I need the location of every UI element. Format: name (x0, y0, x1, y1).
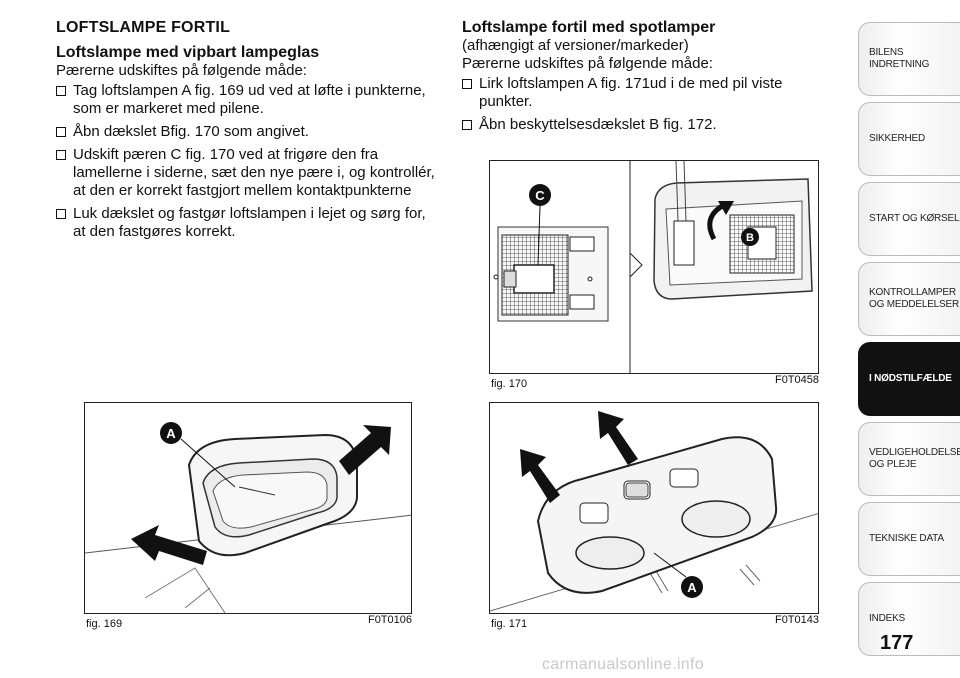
list-item: Lirk loftslampen A fig. 171ud i de med p… (462, 75, 832, 111)
figure-171: A fig. 171 F0T0143 (489, 402, 819, 632)
instruction-list: Tag loftslampen A fig. 169 ud ved at løf… (56, 82, 436, 241)
spot-lamp-illustration: A (490, 411, 818, 612)
figure-frame: C B (489, 160, 819, 374)
version-note: (afhængigt af versioner/markeder) (462, 37, 689, 54)
figure-caption: fig. 169 (86, 618, 123, 630)
figure-code: F0T0458 (774, 374, 819, 386)
svg-text:A: A (166, 426, 176, 441)
tab-tekniske-data[interactable]: TEKNISKE DATA (858, 502, 960, 576)
label-b-marker: B (741, 228, 759, 246)
svg-text:C: C (535, 188, 545, 203)
instruction-list: Lirk loftslampen A fig. 171ud i de med p… (462, 75, 832, 134)
subsection-heading: Loftslampe med vipbart lampeglas (56, 44, 320, 61)
figure-caption: fig. 170 (491, 378, 528, 390)
watermark: carmanualsonline.info (542, 656, 704, 673)
chapter-tabs: BILENS INDRETNING SIKKERHED START OG KØR… (858, 22, 960, 662)
figure-frame: A (84, 402, 412, 614)
lamp-bulb-illustration: C B (493, 161, 813, 373)
label-c-marker: C (529, 184, 551, 206)
left-column: LOFTSLAMPE FORTIL Loftslampe med vipbart… (56, 18, 436, 246)
figure-caption: fig. 171 (491, 618, 528, 630)
section-heading: LOFTSLAMPE FORTIL (56, 19, 231, 36)
tab-sikkerhed[interactable]: SIKKERHED (858, 102, 960, 176)
checkbox-bullet-icon (56, 209, 66, 219)
checkbox-bullet-icon (56, 127, 66, 137)
checkbox-bullet-icon (56, 86, 66, 96)
figure-code: F0T0106 (367, 614, 412, 626)
right-column: Loftslampe fortil med spotlamper (afhæng… (462, 18, 832, 139)
subsection-heading: Loftslampe fortil med spotlamper (462, 19, 716, 36)
checkbox-bullet-icon (462, 120, 472, 130)
checkbox-bullet-icon (462, 79, 472, 89)
svg-text:B: B (746, 232, 754, 244)
svg-text:A: A (687, 580, 697, 595)
list-item: Åbn dækslet Bfig. 170 som angivet. (56, 123, 436, 141)
tab-i-nodstilfaelde[interactable]: I NØDSTILFÆLDE (858, 342, 960, 416)
ceiling-lamp-illustration: A (85, 422, 411, 613)
label-a-marker: A (681, 576, 703, 598)
list-item: Udskift pæren C fig. 170 ved at frigøre … (56, 146, 436, 200)
checkbox-bullet-icon (56, 150, 66, 160)
figure-170: C B fig. 170 F0T0458 (489, 160, 819, 392)
tab-indeks[interactable]: INDEKS (858, 582, 960, 656)
figure-169: A fig. 169 F0T0106 (84, 402, 412, 632)
figure-code: F0T0143 (774, 614, 819, 626)
intro-text: Pærerne udskiftes på følgende måde: (56, 62, 307, 79)
tab-start-og-korsel[interactable]: START OG KØRSEL (858, 182, 960, 256)
tab-bilens-indretning[interactable]: BILENS INDRETNING (858, 22, 960, 96)
list-item: Luk dækslet og fastgør loftslampen i lej… (56, 205, 436, 241)
list-item: Åbn beskyttelsesdækslet B fig. 172. (462, 116, 832, 134)
figure-frame: A (489, 402, 819, 614)
intro-text: Pærerne udskiftes på følgende måde: (462, 55, 713, 72)
label-a-marker: A (160, 422, 182, 444)
page-number: 177 (880, 632, 914, 654)
list-item: Tag loftslampen A fig. 169 ud ved at løf… (56, 82, 436, 118)
